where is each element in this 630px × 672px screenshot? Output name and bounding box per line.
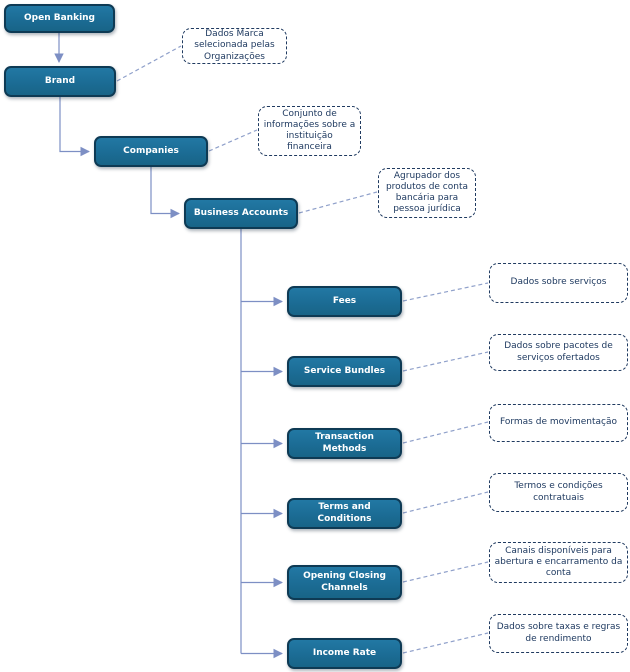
node-brand: Brand — [4, 66, 116, 97]
node-business-accounts: Business Accounts — [184, 198, 298, 229]
note-brand: Dados Marca selecionada pelas Organizaçõ… — [182, 28, 287, 64]
node-service-bundles: Service Bundles — [287, 356, 402, 387]
node-open-banking: Open Banking — [4, 4, 115, 33]
leader-transactionmethods-note — [402, 421, 489, 444]
node-opening-closing-channels: Opening Closing Channels — [287, 565, 402, 600]
note-transaction-methods: Formas de movimentação — [489, 404, 628, 442]
note-opening-closing-channels: Canais disponíveis para abertura e encar… — [489, 542, 628, 583]
node-fees: Fees — [287, 286, 402, 317]
leader-fees-note — [402, 282, 489, 302]
leader-businessaccounts-note — [298, 191, 378, 214]
leader-brand-note — [116, 45, 182, 82]
note-fees: Dados sobre serviços — [489, 263, 628, 303]
node-transaction-methods: Transaction Methods — [287, 428, 402, 459]
node-income-rate: Income Rate — [287, 638, 402, 669]
note-business-accounts: Agrupador dos produtos de conta bancária… — [378, 168, 476, 218]
note-income-rate: Dados sobre taxas e regras de rendimento — [489, 614, 628, 653]
connector-companies-businessaccounts — [150, 167, 180, 219]
connector-brand-companies — [59, 97, 90, 157]
leader-companies-note — [208, 129, 258, 152]
node-terms-and-conditions: Terms and Conditions — [287, 498, 402, 529]
leader-incomerate-note — [402, 632, 489, 654]
note-companies: Conjunto de informações sobre a institui… — [258, 106, 361, 156]
leader-openingclosing-note — [402, 561, 489, 583]
leader-termsandconditions-note — [402, 491, 489, 514]
note-terms-and-conditions: Termos e condições contratuais — [489, 473, 628, 512]
node-companies: Companies — [94, 136, 208, 167]
note-service-bundles: Dados sobre pacotes de serviços ofertado… — [489, 334, 628, 371]
leader-servicebundles-note — [402, 351, 489, 372]
